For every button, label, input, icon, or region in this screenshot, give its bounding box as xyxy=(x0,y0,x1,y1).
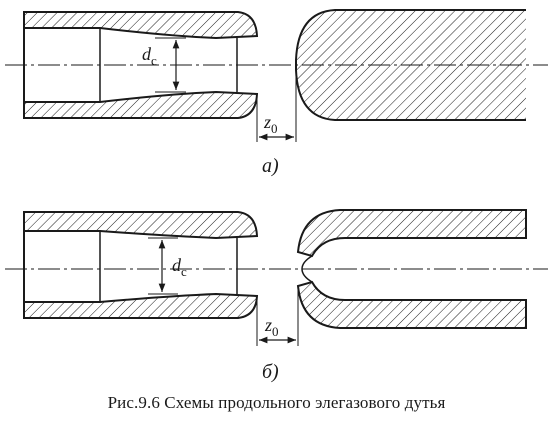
dc-subscript-b: c xyxy=(181,264,187,279)
nozzle-lower-wall-b xyxy=(23,292,259,319)
diagram-label-b: б) xyxy=(262,361,279,383)
dc-symbol-b: d xyxy=(172,255,182,275)
dc-symbol-a: d xyxy=(142,44,152,64)
figure-number: Рис.9.6 xyxy=(107,393,160,412)
z0-symbol-a: z xyxy=(263,112,271,132)
diagram-b: dc z0 б) xyxy=(5,209,548,383)
nozzle-upper-wall-a xyxy=(23,11,259,40)
nozzle-lower-wall-a xyxy=(23,90,259,119)
z0-symbol-b: z xyxy=(264,315,272,335)
figure-caption: Рис.9.6 Схемы продольного элегазового ду… xyxy=(0,393,553,413)
hollow-contact-upper-b xyxy=(296,209,527,258)
dim-label-dc-b: dc xyxy=(172,255,187,279)
diagram-label-a: а) xyxy=(262,155,279,177)
dc-subscript-a: c xyxy=(151,53,157,68)
nozzle-upper-wall-b xyxy=(23,211,259,240)
z0-subscript-b: 0 xyxy=(272,324,279,339)
figure-title: Схемы продольного элегазового дутья xyxy=(164,393,446,412)
z0-subscript-a: 0 xyxy=(271,121,278,136)
dim-label-dc-a: dc xyxy=(142,44,157,68)
hollow-contact-lower-b xyxy=(296,280,527,329)
gap-label-b: z0 xyxy=(264,315,279,339)
diagram-a: dc z0 а) xyxy=(5,9,548,177)
gap-label-a: z0 xyxy=(263,112,278,136)
